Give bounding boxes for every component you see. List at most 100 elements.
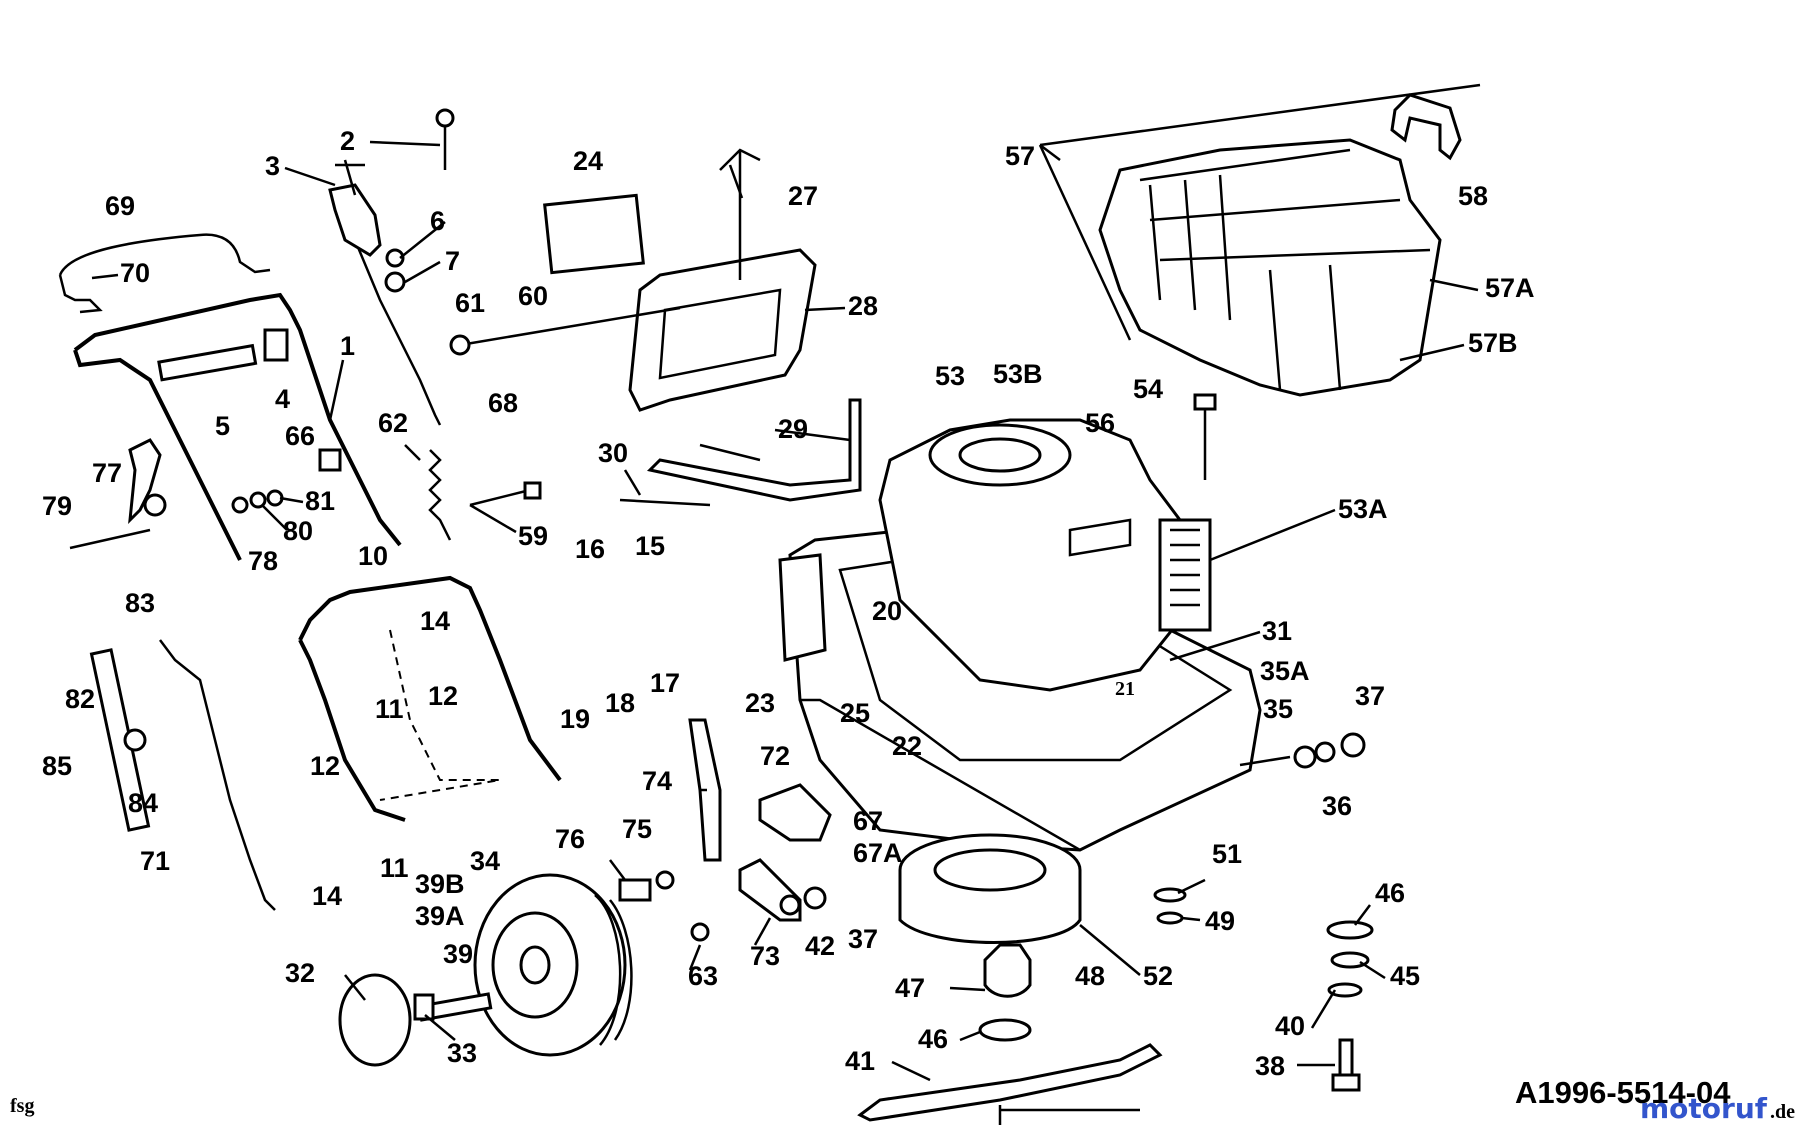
washers-49-51 (1153, 887, 1187, 925)
label-67A: 67A (853, 838, 903, 868)
label-81: 81 (305, 486, 335, 516)
label-34: 34 (470, 846, 500, 876)
label-18: 18 (605, 688, 635, 718)
label-7: 7 (445, 246, 460, 276)
label-24: 24 (573, 146, 603, 176)
label-47: 47 (895, 973, 925, 1003)
label-69: 69 (105, 191, 135, 221)
cable-69 (58, 233, 271, 314)
lower-handle (298, 575, 562, 822)
label-14a: 14 (420, 606, 450, 636)
label-3: 3 (265, 151, 280, 181)
label-35A: 35A (1260, 656, 1310, 686)
label-17: 17 (650, 668, 680, 698)
label-39: 39 (443, 939, 473, 969)
label-25: 25 (840, 698, 870, 728)
label-68: 68 (488, 388, 518, 418)
chute-23 (778, 553, 827, 662)
label-21: 21 (1115, 678, 1135, 700)
leader-lines (91, 140, 1479, 1082)
blade-fasteners (1326, 920, 1374, 1092)
label-23: 23 (745, 688, 775, 718)
hardware-75-76 (618, 870, 827, 942)
handle-58 (1390, 93, 1462, 161)
label-51: 51 (1212, 839, 1242, 869)
part-labels: 2 3 69 6 7 70 1 4 5 68 66 62 77 79 81 80… (42, 126, 1535, 1081)
label-72: 72 (760, 741, 790, 771)
label-4: 4 (275, 384, 290, 414)
label-67: 67 (853, 806, 883, 836)
bracket-29 (619, 398, 862, 507)
label-29: 29 (778, 414, 808, 444)
label-59: 59 (518, 521, 548, 551)
label-52: 52 (1143, 961, 1173, 991)
label-85: 85 (42, 751, 72, 781)
label-16: 16 (575, 534, 605, 564)
label-14b: 14 (312, 881, 342, 911)
diagram-code: A1996-5514-04 (1515, 1075, 1731, 1110)
label-40: 40 (1275, 1011, 1305, 1041)
label-11b: 11 (380, 853, 409, 883)
label-42: 42 (805, 931, 835, 961)
label-70: 70 (120, 258, 150, 288)
label-58: 58 (1458, 181, 1488, 211)
label-30: 30 (598, 438, 628, 468)
watermark-text: motoruf (1640, 1092, 1768, 1125)
grass-bag-57 (1038, 83, 1481, 397)
label-5: 5 (215, 411, 230, 441)
hardware-80-81 (231, 448, 342, 514)
label-57B: 57B (1468, 328, 1518, 358)
label-71: 71 (140, 846, 170, 876)
label-62: 62 (378, 408, 408, 438)
wheel-34 (473, 873, 633, 1057)
label-48: 48 (1075, 961, 1105, 991)
label-39A: 39A (415, 901, 465, 931)
label-36: 36 (1322, 791, 1352, 821)
label-57: 57 (1005, 141, 1035, 171)
label-32: 32 (285, 958, 315, 988)
label-80: 80 (283, 516, 313, 546)
label-41: 41 (845, 1046, 875, 1076)
upper-handle (73, 292, 402, 561)
label-63: 63 (688, 961, 718, 991)
bracket-3 (328, 108, 455, 293)
label-2: 2 (340, 126, 355, 156)
label-20: 20 (872, 596, 902, 626)
label-46a: 46 (918, 1024, 948, 1054)
label-38: 38 (1255, 1051, 1285, 1081)
label-27: 27 (788, 181, 818, 211)
footer-left-code: fsg (10, 1095, 34, 1117)
label-35: 35 (1263, 694, 1293, 724)
label-56: 56 (1085, 408, 1115, 438)
engine-53 (878, 393, 1217, 692)
hardware-35-37 (1239, 732, 1366, 769)
label-61: 61 (455, 288, 485, 318)
label-31: 31 (1262, 616, 1292, 646)
label-79: 79 (42, 491, 72, 521)
label-84: 84 (128, 788, 158, 818)
label-73: 73 (750, 941, 780, 971)
label-11a: 11 (375, 694, 404, 724)
label-75: 75 (622, 814, 652, 844)
label-76: 76 (555, 824, 585, 854)
label-12b: 12 (310, 751, 340, 781)
cable-68 (353, 239, 442, 426)
blade-41 (857, 1043, 1163, 1125)
label-53: 53 (935, 361, 965, 391)
label-83: 83 (125, 588, 155, 618)
lower-cable (89, 639, 276, 911)
label-74: 74 (642, 766, 672, 796)
label-60: 60 (518, 281, 548, 311)
label-53A: 53A (1338, 494, 1388, 524)
label-78: 78 (248, 546, 278, 576)
label-37b: 37 (1355, 681, 1385, 711)
label-15: 15 (635, 531, 665, 561)
label-39B: 39B (415, 869, 465, 899)
ring-52 (898, 833, 1082, 944)
label-54: 54 (1133, 374, 1163, 404)
label-77: 77 (92, 458, 122, 488)
label-45: 45 (1390, 961, 1420, 991)
watermark-logo: motoruf .de (1640, 1092, 1795, 1125)
spring-62 (428, 449, 542, 541)
